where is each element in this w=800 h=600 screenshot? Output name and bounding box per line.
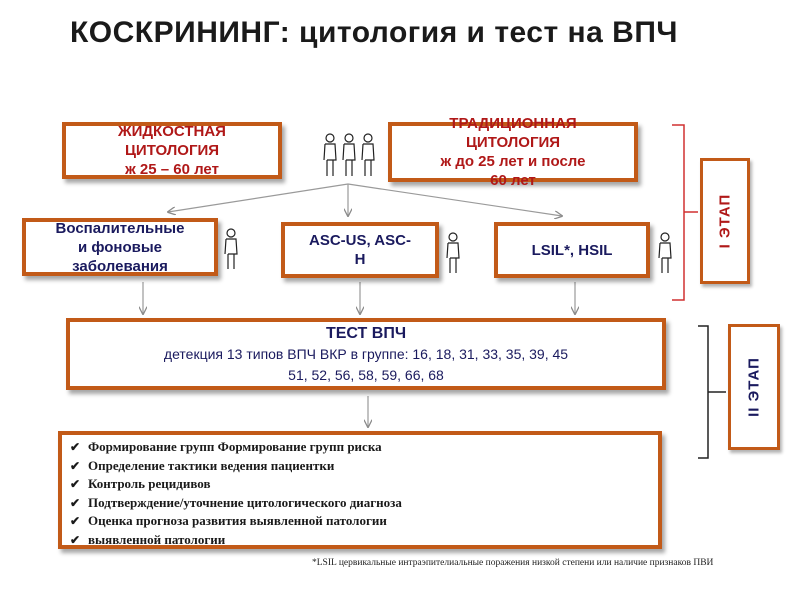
person-icon xyxy=(658,232,672,273)
list-item: ✔Контроль рецидивов xyxy=(70,475,402,494)
list-item: ✔Формирование групп Формирование групп р… xyxy=(70,438,402,457)
traditional-cytology-box: ТРАДИЦИОННАЯ ЦИТОЛОГИЯ ж до 25 лет и пос… xyxy=(388,115,638,189)
stage1-label-box: I ЭТАП xyxy=(700,158,750,284)
list-item: ✔выявленной патологии xyxy=(70,531,402,550)
traditional-cytology-age-line2: 60 лет xyxy=(490,172,536,189)
ascus-asch-box: ASC-US, ASC- H xyxy=(281,222,439,278)
people-group-icon xyxy=(323,133,375,176)
list-item: ✔Определение тактики ведения пациентки xyxy=(70,457,402,476)
liquid-cytology-line1: ЖИДКОСТНАЯ xyxy=(118,123,226,140)
traditional-cytology-age-line1: ж до 25 лет и после xyxy=(440,153,586,170)
stage2-label: II ЭТАП xyxy=(745,357,763,417)
arrow-to-lsil xyxy=(347,183,562,216)
inflammatory-diseases-box: Воспалительные и фоновые заболевания xyxy=(22,218,218,276)
traditional-cytology-line2: ЦИТОЛОГИЯ xyxy=(465,134,561,151)
stage2-bracket xyxy=(698,325,726,459)
lsil-line1: LSIL*, HSIL xyxy=(531,241,613,259)
hpv-test-types-line1: детекция 13 типов ВПЧ ВКР в группе: 16, … xyxy=(163,345,569,362)
stage1-bracket xyxy=(672,124,698,301)
stage2-label-box: II ЭТАП xyxy=(728,324,780,450)
ascus-line2: H xyxy=(354,251,366,268)
list-item: ✔Подтверждение/уточнение цитологического… xyxy=(70,494,402,513)
lsil-hsil-box: LSIL*, HSIL xyxy=(494,222,650,278)
person-icon xyxy=(446,232,460,273)
checkmark-icon: ✔ xyxy=(70,532,81,547)
checkmark-icon: ✔ xyxy=(70,440,81,454)
hpv-test-types-line2: 51, 52, 56, 58, 59, 66, 68 xyxy=(288,366,444,383)
checkmark-icon: ✔ xyxy=(70,458,81,473)
hpv-test-box: ТЕСТ ВПЧ детекция 13 типов ВПЧ ВКР в гру… xyxy=(66,318,666,390)
liquid-cytology-age: ж 25 – 60 лет xyxy=(125,161,219,178)
inflammatory-line2: и фоновые xyxy=(77,238,163,256)
page-title: КОСКРИНИНГ: цитология и тест на ВПЧ xyxy=(70,16,678,49)
inflammatory-line3: заболевания xyxy=(72,257,168,275)
arrow-to-inflammatory xyxy=(168,183,349,212)
traditional-cytology-line1: ТРАДИЦИОННАЯ xyxy=(449,115,577,132)
checkmark-icon: ✔ xyxy=(70,495,81,510)
liquid-cytology-box: ЖИДКОСТНАЯ ЦИТОЛОГИЯ ж 25 – 60 лет xyxy=(62,122,282,179)
liquid-cytology-line2: ЦИТОЛОГИЯ xyxy=(124,142,220,159)
checkmark-icon: ✔ xyxy=(70,477,81,492)
ascus-line1: ASC-US, ASC- xyxy=(309,232,411,249)
hpv-test-title: ТЕСТ ВПЧ xyxy=(325,324,407,342)
person-icon xyxy=(224,228,238,269)
stage1-label: I ЭТАП xyxy=(716,193,734,249)
outcomes-list: ✔Формирование групп Формирование групп р… xyxy=(70,438,402,550)
checkmark-icon: ✔ xyxy=(70,514,81,529)
inflammatory-line1: Воспалительные xyxy=(55,219,185,237)
footnote: *LSIL цервикальные интраэпителиальные по… xyxy=(312,558,714,568)
list-item: ✔Оценка прогноза развития выявленной пат… xyxy=(70,512,402,531)
outcomes-box: ✔Формирование групп Формирование групп р… xyxy=(58,431,662,549)
